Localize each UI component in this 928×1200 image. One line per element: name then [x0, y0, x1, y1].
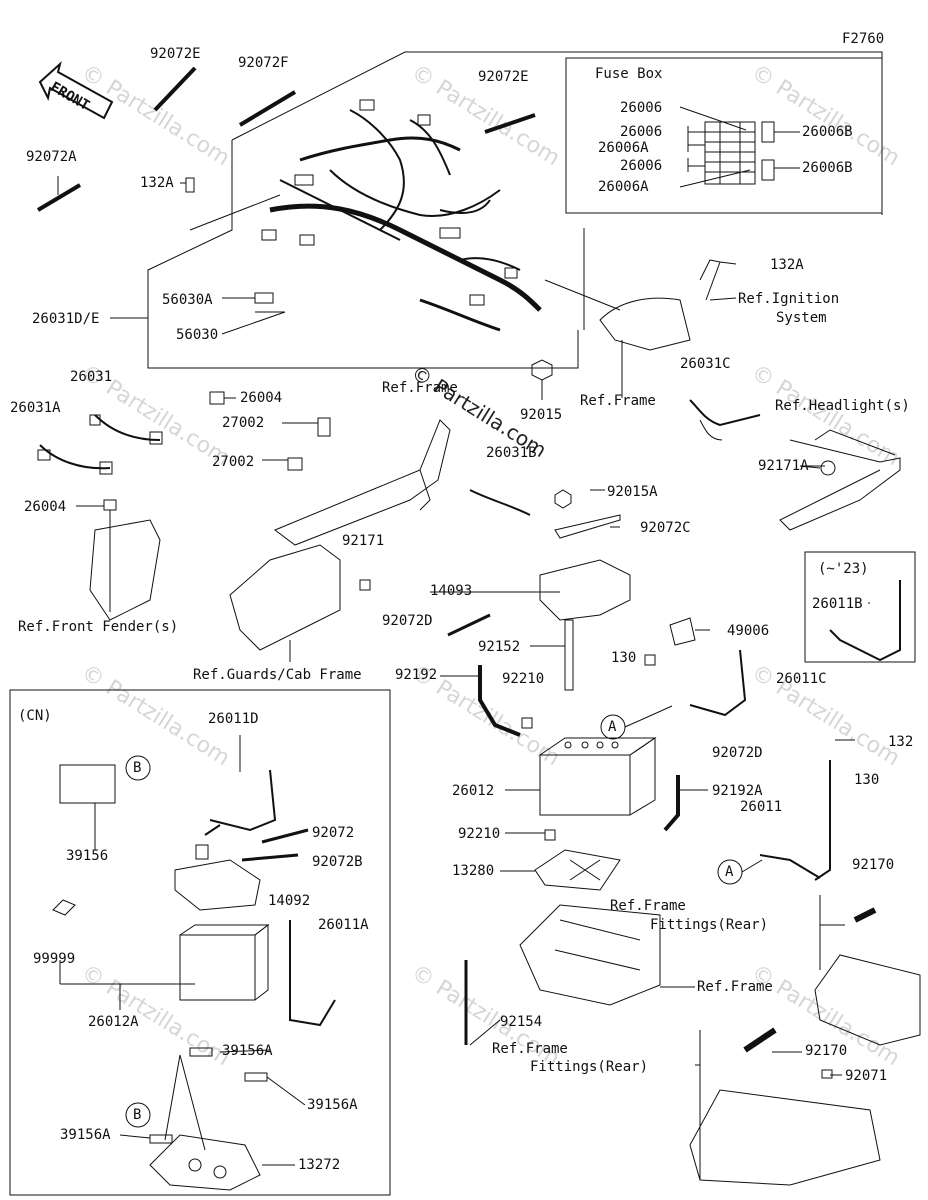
part-label: 26031B: [486, 445, 537, 461]
part-label: 92210: [458, 826, 501, 842]
part-label: 92015A: [607, 484, 658, 500]
part-label: 14093: [430, 583, 473, 599]
ref-label: System: [776, 310, 827, 326]
part-label: 92072A: [26, 149, 77, 165]
fuse-label: 26006B: [802, 124, 853, 140]
part-label: 26031A: [10, 400, 61, 416]
part-label: 26004: [240, 390, 283, 406]
ref-label: Fittings(Rear): [530, 1059, 649, 1075]
part-label: 92072E: [478, 69, 529, 85]
part-label: 92072: [312, 825, 355, 841]
ref-label: Ref.Frame: [610, 898, 686, 914]
part-label: 26031: [70, 369, 113, 385]
ref-label: Ref.Front Fender(s): [18, 619, 179, 635]
ref-label: Ref.Frame: [580, 393, 656, 409]
part-label: 92015: [520, 407, 563, 423]
ref-label: Ref.Headlight(s): [775, 398, 910, 414]
part-label: 92192A: [712, 783, 763, 799]
part-label: 26011B: [812, 596, 863, 612]
part-label: 130: [854, 772, 880, 788]
ref-label: Ref.Frame: [697, 979, 773, 995]
part-label: 39156A: [60, 1127, 111, 1143]
part-label: 26031C: [680, 356, 731, 372]
part-label: 26011: [740, 799, 783, 815]
part-label: 92072C: [640, 520, 691, 536]
part-label: 26011D: [208, 711, 259, 727]
part-label: 56030A: [162, 292, 213, 308]
ref-label: Ref.Guards/Cab Frame: [193, 667, 362, 683]
ref-label: Ref.Frame: [382, 380, 458, 396]
part-label: 92154: [500, 1014, 543, 1030]
variant-box-label: (~'23): [818, 561, 869, 577]
part-label: 92072F: [238, 55, 289, 71]
part-label: 92072D: [712, 745, 763, 761]
part-label: 92210: [502, 671, 545, 687]
part-label: 26011A: [318, 917, 369, 933]
ref-label: Ref.Frame: [492, 1041, 568, 1057]
fuse-label: 26006A: [598, 140, 649, 156]
part-label: 13272: [298, 1157, 341, 1173]
part-label: 26031D/E: [32, 311, 100, 327]
callout-b: B: [133, 1107, 142, 1123]
part-label: 26012A: [88, 1014, 139, 1030]
part-label: 92072B: [312, 854, 363, 870]
callout-b: B: [133, 760, 142, 776]
part-label: 92171: [342, 533, 385, 549]
part-label: 39156A: [222, 1043, 273, 1059]
part-label: 132A: [770, 257, 804, 273]
part-label: 92170: [852, 857, 895, 873]
cn-box-label: (CN): [18, 708, 52, 724]
part-label: 13280: [452, 863, 495, 879]
part-label: 92071: [845, 1068, 888, 1084]
diagram-code: F2760: [842, 31, 885, 47]
callout-a: A: [725, 864, 734, 880]
part-label: 27002: [212, 454, 255, 470]
part-label: 39156: [66, 848, 109, 864]
part-label: 132A: [140, 175, 174, 191]
part-label: 39156A: [307, 1097, 358, 1113]
front-arrow-icon: [38, 61, 114, 120]
part-label: 130: [611, 650, 637, 666]
part-label: 49006: [727, 623, 770, 639]
part-label: 92072D: [382, 613, 433, 629]
fuse-label: 26006: [620, 158, 663, 174]
part-label: 56030: [176, 327, 219, 343]
part-label: 92171A: [758, 458, 809, 474]
part-label: 26004: [24, 499, 67, 515]
part-label: 26012: [452, 783, 495, 799]
part-label: 132: [888, 734, 914, 750]
ref-label: Fittings(Rear): [650, 917, 769, 933]
ref-label: Ref.Ignition: [738, 291, 840, 307]
part-label: 26011C: [776, 671, 827, 687]
part-label: 14092: [268, 893, 311, 909]
part-label: 92152: [478, 639, 521, 655]
fuse-label: 26006A: [598, 179, 649, 195]
callout-a: A: [608, 719, 617, 735]
part-label: 92170: [805, 1043, 848, 1059]
fuse-label: 26006B: [802, 160, 853, 176]
part-label: 92072E: [150, 46, 201, 62]
fuse-box-title: Fuse Box: [595, 66, 663, 82]
fuse-label: 26006: [620, 100, 663, 116]
fuse-label: 26006: [620, 124, 663, 140]
part-label: 92192: [395, 667, 438, 683]
part-label: 27002: [222, 415, 265, 431]
part-label: 99999: [33, 951, 76, 967]
